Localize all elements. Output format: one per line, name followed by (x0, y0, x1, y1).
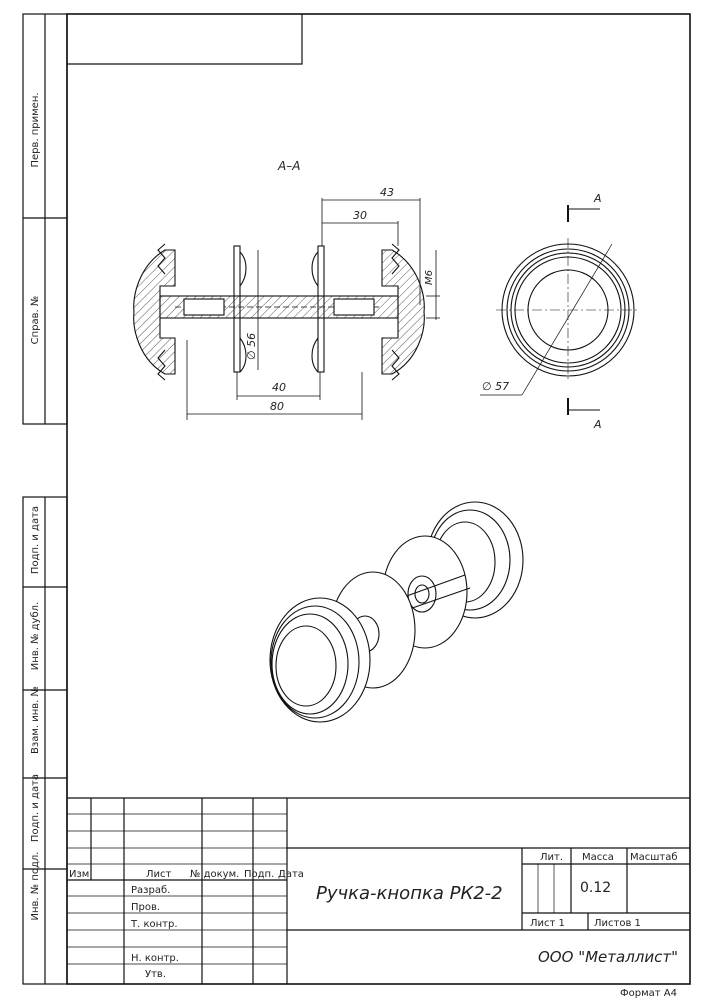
tb-prov: Пров. (131, 902, 160, 913)
dim-43: 43 (380, 186, 394, 199)
label-sprav-no: Справ. № (30, 296, 41, 345)
tb-no-dokum: № докум. (190, 869, 239, 880)
tb-lit: Лит. (540, 852, 563, 863)
left-strip (22, 13, 68, 985)
tb-massa: Масса (582, 852, 614, 863)
label-inv-podl: Инв. № подл. (30, 852, 41, 921)
tb-n-kontr: Н. контр. (131, 953, 179, 964)
tb-razrab: Разраб. (131, 885, 170, 896)
tb-podp: Подп. (244, 869, 274, 880)
dim-d57: ∅ 57 (482, 380, 509, 393)
isometric-view (269, 501, 524, 723)
front-view (480, 205, 640, 415)
title-block-grid (67, 797, 690, 984)
tb-sheets: Листов 1 (594, 918, 641, 929)
label-inv-dubl: Инв. № дубл. (30, 602, 41, 670)
dim-80: 80 (270, 400, 284, 413)
label-perv-primen: Перв. примен. (30, 92, 41, 167)
sheet-frame (66, 13, 691, 985)
tb-data: Дата (278, 869, 304, 880)
tb-izm: Изм. (69, 869, 93, 880)
cut-mark-bottom: A (593, 418, 602, 431)
tb-t-kontr: Т. контр. (130, 919, 178, 930)
cut-mark-top: A (593, 192, 602, 205)
tb-masshtab: Масштаб (630, 852, 678, 863)
section-view (133, 243, 425, 381)
tb-product-name: Ручка-кнопка РК2-2 (316, 883, 503, 904)
label-vzam-inv: Взам. инв. № (30, 686, 41, 754)
tb-company: ООО "Металлист" (538, 948, 678, 966)
tb-utv: Утв. (145, 969, 166, 980)
section-dimensions (186, 198, 440, 420)
tb-mass-value: 0.12 (580, 880, 611, 896)
dim-d56: ∅ 56 (245, 333, 258, 360)
top-stamp-box (67, 14, 303, 65)
tb-list: Лист (146, 869, 172, 880)
label-podp-data-1: Подп. и дата (30, 506, 41, 574)
section-label: A–A (277, 159, 300, 173)
label-podp-data-2: Подп. и дата (30, 774, 41, 842)
dim-m6: M6 (424, 270, 435, 285)
dim-30: 30 (353, 209, 367, 222)
dim-40: 40 (272, 381, 286, 394)
tb-format: Формат А4 (620, 988, 677, 999)
tb-sheet: Лист 1 (530, 918, 565, 929)
